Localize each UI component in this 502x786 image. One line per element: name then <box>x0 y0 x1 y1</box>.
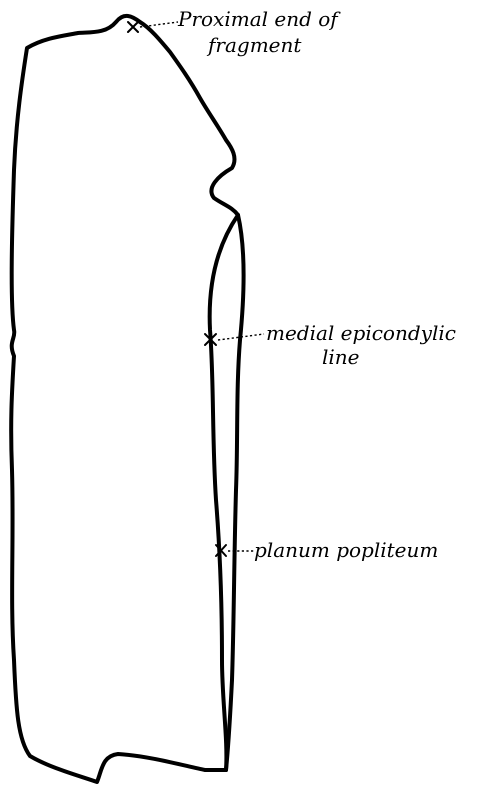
proximal-end-label-line1: Proximal end of <box>177 7 341 31</box>
planum-popliteum-label: planum popliteum <box>254 538 438 562</box>
proximal-end-marker <box>128 22 138 32</box>
proximal-end-label-line2: fragment <box>206 33 302 57</box>
planum-popliteum-edge <box>226 215 244 770</box>
medial-epicondylic-label-line2: line <box>322 345 360 369</box>
fragment-outline <box>11 16 238 782</box>
medial-epicondylic-label-line1: medial epicondylic <box>266 321 456 345</box>
